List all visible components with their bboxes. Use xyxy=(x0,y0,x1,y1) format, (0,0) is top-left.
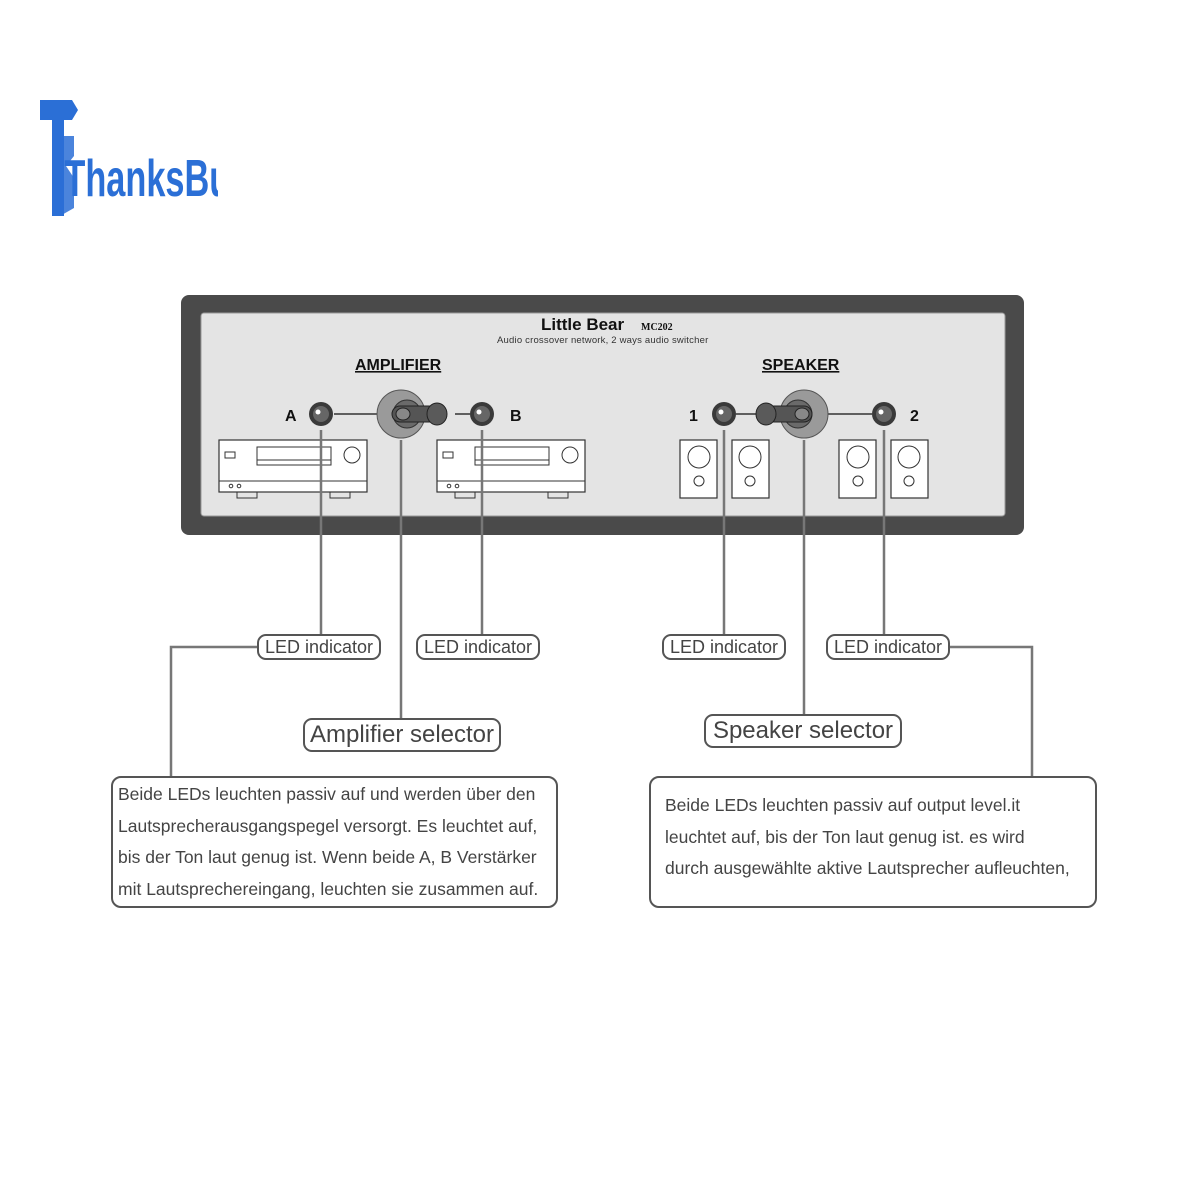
led-spk-1 xyxy=(712,402,736,426)
logo-wordmark: ThanksBuyer xyxy=(64,150,218,208)
amp-channel-a-label: A xyxy=(285,408,297,425)
amp-channel-b-label: B xyxy=(510,408,522,425)
speaker-selector-callout: Speaker selector xyxy=(704,714,902,748)
note-line: mit Lautsprechereingang, leuchten sie zu… xyxy=(118,878,539,899)
note-line: Lautsprecherausgangspegel versorgt. Es l… xyxy=(118,815,538,836)
amplifier-section-label: AMPLIFIER xyxy=(355,357,442,374)
speaker-led-note: Beide LEDs leuchten passiv auf output le… xyxy=(649,776,1097,908)
note-line: durch ausgewählte aktive Lautsprecher au… xyxy=(665,858,1070,878)
amplifier-unit-b-icon xyxy=(436,439,586,499)
speaker-pair-2-icon xyxy=(838,439,929,499)
amplifier-selector-callout: Amplifier selector xyxy=(303,718,501,752)
led-amp-a xyxy=(309,402,333,426)
spk-channel-2-label: 2 xyxy=(910,408,919,425)
speaker-pair-1-icon xyxy=(679,439,770,499)
note-line: Beide LEDs leuchten passiv auf und werde… xyxy=(118,784,536,804)
led-amp-b xyxy=(470,402,494,426)
led-indicator-amp-a-callout: LED indicator xyxy=(257,634,381,660)
note-line: bis der Ton laut genug ist. Wenn beide A… xyxy=(118,847,537,867)
spk-channel-1-label: 1 xyxy=(689,408,698,425)
leader-lines xyxy=(169,430,1034,778)
amplifier-selector-knob[interactable] xyxy=(376,389,448,439)
device-model: MC202 xyxy=(641,322,673,333)
led-indicator-spk-2-callout: LED indicator xyxy=(826,634,950,660)
logo-mark-icon xyxy=(40,100,78,216)
led-spk-2 xyxy=(872,402,896,426)
led-indicator-amp-b-callout: LED indicator xyxy=(416,634,540,660)
device-subtitle: Audio crossover network, 2 ways audio sw… xyxy=(497,335,708,346)
note-line: Beide LEDs leuchten passiv auf output le… xyxy=(665,795,1021,815)
note-line: leuchtet auf, bis der Ton laut genug ist… xyxy=(665,826,1025,847)
speaker-section-label: SPEAKER xyxy=(762,357,840,374)
amplifier-unit-a-icon xyxy=(218,439,368,499)
device-title: Little Bear xyxy=(541,315,625,334)
led-indicator-spk-1-callout: LED indicator xyxy=(662,634,786,660)
amplifier-led-note: Beide LEDs leuchten passiv auf und werde… xyxy=(111,776,558,908)
thanksbuyer-logo: ThanksBuyer xyxy=(40,100,218,216)
speaker-selector-knob[interactable] xyxy=(755,389,829,439)
